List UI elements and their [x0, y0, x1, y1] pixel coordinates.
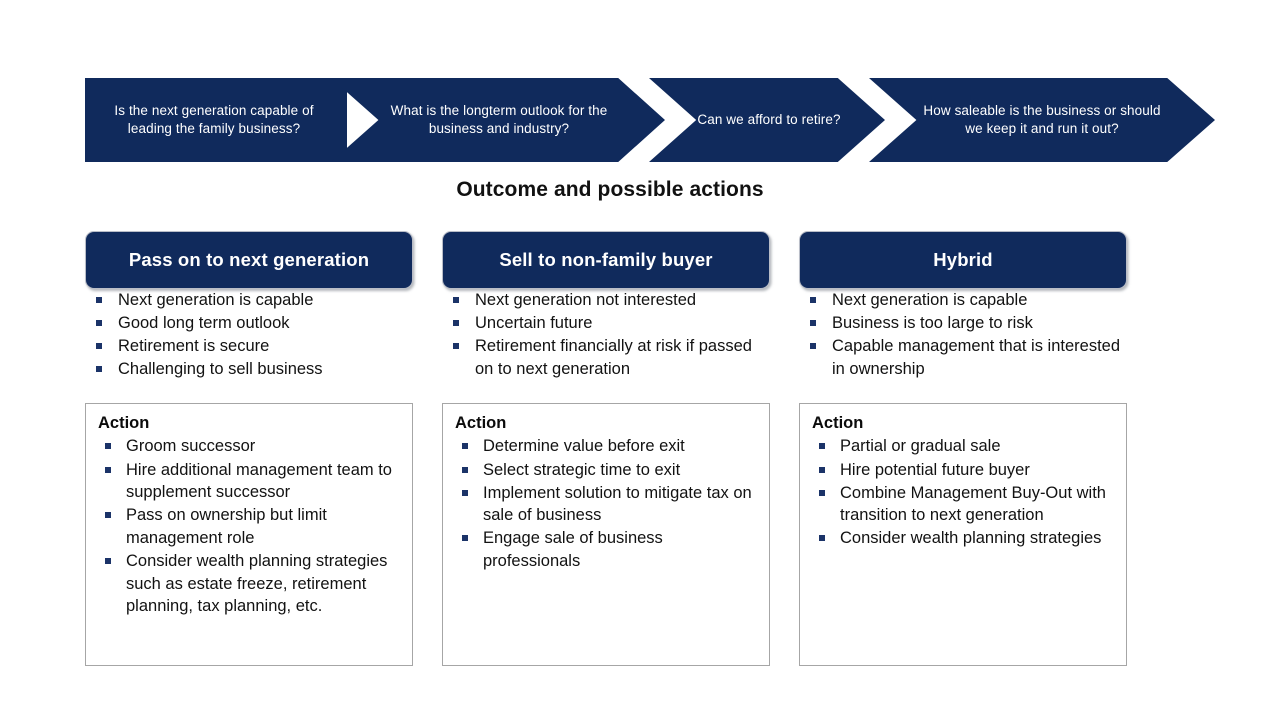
outcome-column-pass-on-to-next-generation: Pass on to next generation Next generati… — [85, 231, 413, 666]
summary-item-label: Uncertain future — [475, 314, 593, 333]
summary-item-label: Capable management that is interested in… — [832, 337, 1121, 378]
action-title-2: Action — [455, 414, 507, 432]
summary-item-label: Retirement financially at risk if passed… — [475, 337, 752, 378]
process-step-1-label: Is the next generation capable of leadin… — [114, 103, 314, 136]
list-item: Uncertain future — [442, 312, 770, 335]
list-item: Consider wealth planning strategies — [809, 527, 1118, 550]
column-header-1[interactable]: Pass on to next generation — [85, 231, 413, 289]
summary-item-label: Business is too large to risk — [832, 314, 1033, 333]
list-item: Select strategic time to exit — [452, 459, 761, 482]
list-item: Next generation is capable — [799, 289, 1127, 312]
section-title: Outcome and possible actions — [456, 178, 764, 201]
outcome-columns: Pass on to next generation Next generati… — [85, 231, 1131, 671]
process-step-3-label: Can we afford to retire? — [697, 112, 841, 128]
list-item: Challenging to sell business — [85, 358, 413, 381]
action-item-label: Determine value before exit — [483, 437, 685, 456]
list-item: Next generation is capable — [85, 289, 413, 312]
process-step-2-label: What is the longterm outlook for the bus… — [390, 103, 608, 136]
action-title-3: Action — [812, 414, 864, 432]
action-item-label: Consider wealth planning strategies such… — [126, 551, 388, 616]
column-header-3[interactable]: Hybrid — [799, 231, 1127, 289]
action-item-label: Consider wealth planning strategies — [840, 529, 1102, 548]
summary-list-2: Next generation not interested Uncertain… — [442, 289, 770, 380]
action-item-label: Engage sale of business professionals — [483, 529, 663, 570]
summary-item-label: Retirement is secure — [118, 337, 270, 356]
column-header-2[interactable]: Sell to non-family buyer — [442, 231, 770, 289]
action-item-label: Select strategic time to exit — [483, 460, 681, 479]
column-header-3-label: Hybrid — [933, 249, 993, 270]
list-item: Next generation not interested — [442, 289, 770, 312]
action-title-1: Action — [98, 414, 150, 432]
action-box-2: Action Determine value before exit Selec… — [442, 403, 770, 666]
outcome-column-sell-to-non-family-buyer: Sell to non-family buyer Next generation… — [442, 231, 770, 666]
process-step-1[interactable]: Is the next generation capable of leadin… — [85, 78, 347, 162]
list-item: Consider wealth planning strategies such… — [95, 550, 404, 618]
summary-item-label: Next generation not interested — [475, 291, 697, 309]
summary-item-label: Next generation is capable — [832, 291, 1028, 309]
process-flow-band: Is the next generation capable of leadin… — [85, 78, 1215, 162]
list-item: Engage sale of business professionals — [452, 527, 761, 572]
action-list-1: Groom successor Hire additional manageme… — [95, 435, 404, 617]
list-item: Hire additional management team to suppl… — [95, 459, 404, 504]
summary-item-label: Good long term outlook — [118, 314, 290, 333]
action-item-label: Combine Management Buy-Out with transiti… — [840, 483, 1106, 525]
action-item-label: Pass on ownership but limit management r… — [126, 506, 327, 547]
list-item: Good long term outlook — [85, 312, 413, 335]
process-step-4[interactable]: How saleable is the business or should w… — [869, 78, 1215, 162]
list-item: Capable management that is interested in… — [799, 335, 1127, 380]
list-item: Pass on ownership but limit management r… — [95, 504, 404, 549]
process-step-2[interactable]: What is the longterm outlook for the bus… — [331, 78, 665, 162]
action-item-label: Partial or gradual sale — [840, 437, 1001, 456]
summary-list-1: Next generation is capable Good long ter… — [85, 289, 413, 381]
summary-item-label: Next generation is capable — [118, 291, 314, 309]
summary-list-3: Next generation is capable Business is t… — [799, 289, 1127, 380]
process-step-3[interactable]: Can we afford to retire? — [649, 78, 885, 162]
action-box-3: Action Partial or gradual sale Hire pote… — [799, 403, 1127, 666]
list-item: Retirement is secure — [85, 335, 413, 358]
summary-item-label: Challenging to sell business — [118, 360, 323, 379]
action-list-3: Partial or gradual sale Hire potential f… — [809, 435, 1118, 549]
list-item: Retirement financially at risk if passed… — [442, 335, 770, 380]
outcome-column-hybrid: Hybrid Next generation is capable Busine… — [799, 231, 1127, 666]
column-header-2-label: Sell to non-family buyer — [499, 249, 713, 270]
process-step-4-label: How saleable is the business or should w… — [923, 103, 1161, 136]
list-item: Business is too large to risk — [799, 312, 1127, 335]
list-item: Groom successor — [95, 435, 404, 458]
list-item: Partial or gradual sale — [809, 435, 1118, 458]
action-item-label: Hire additional management team to suppl… — [126, 460, 392, 502]
list-item: Combine Management Buy-Out with transiti… — [809, 482, 1118, 527]
action-item-label: Hire potential future buyer — [840, 460, 1030, 479]
action-item-label: Groom successor — [126, 437, 256, 456]
list-item: Determine value before exit — [452, 435, 761, 458]
column-header-1-label: Pass on to next generation — [128, 249, 370, 270]
list-item: Hire potential future buyer — [809, 459, 1118, 482]
list-item: Implement solution to mitigate tax on sa… — [452, 482, 761, 527]
action-box-1: Action Groom successor Hire additional m… — [85, 403, 413, 666]
action-list-2: Determine value before exit Select strat… — [452, 435, 761, 572]
action-item-label: Implement solution to mitigate tax on sa… — [483, 483, 752, 525]
